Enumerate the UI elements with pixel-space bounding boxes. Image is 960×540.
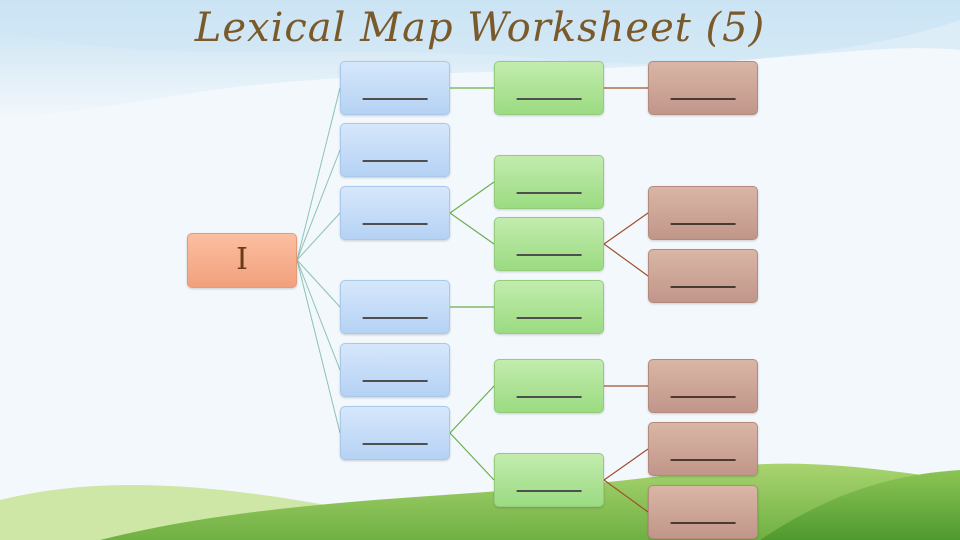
level1-node-2[interactable]: [340, 123, 450, 177]
level3-node-3[interactable]: [648, 249, 758, 303]
level2-node-4[interactable]: [494, 280, 604, 334]
level1-node-5[interactable]: [340, 343, 450, 397]
level3-node-2[interactable]: [648, 186, 758, 240]
level1-node-6[interactable]: [340, 406, 450, 460]
root-label: I: [236, 242, 248, 277]
answer-blank: [517, 254, 582, 256]
level2-connectors: [604, 88, 648, 512]
answer-blank: [671, 98, 736, 100]
answer-blank: [671, 459, 736, 461]
answer-blank: [517, 192, 582, 194]
level2-node-6[interactable]: [494, 453, 604, 507]
level3-node-1[interactable]: [648, 61, 758, 115]
answer-blank: [363, 223, 428, 225]
level2-node-1[interactable]: [494, 61, 604, 115]
answer-blank: [363, 160, 428, 162]
answer-blank: [517, 98, 582, 100]
answer-blank: [363, 317, 428, 319]
answer-blank: [517, 490, 582, 492]
level2-node-3[interactable]: [494, 217, 604, 271]
level3-node-4[interactable]: [648, 359, 758, 413]
level2-node-5[interactable]: [494, 359, 604, 413]
level1-node-4[interactable]: [340, 280, 450, 334]
answer-blank: [671, 522, 736, 524]
answer-blank: [671, 223, 736, 225]
root-node: I: [187, 233, 297, 288]
level3-node-5[interactable]: [648, 422, 758, 476]
root-connectors: [297, 88, 340, 433]
level3-node-6[interactable]: [648, 485, 758, 539]
level1-connectors: [450, 88, 494, 480]
level1-node-3[interactable]: [340, 186, 450, 240]
answer-blank: [517, 396, 582, 398]
level1-node-1[interactable]: [340, 61, 450, 115]
answer-blank: [363, 98, 428, 100]
answer-blank: [363, 443, 428, 445]
answer-blank: [671, 396, 736, 398]
answer-blank: [363, 380, 428, 382]
level2-node-2[interactable]: [494, 155, 604, 209]
answer-blank: [671, 286, 736, 288]
answer-blank: [517, 317, 582, 319]
